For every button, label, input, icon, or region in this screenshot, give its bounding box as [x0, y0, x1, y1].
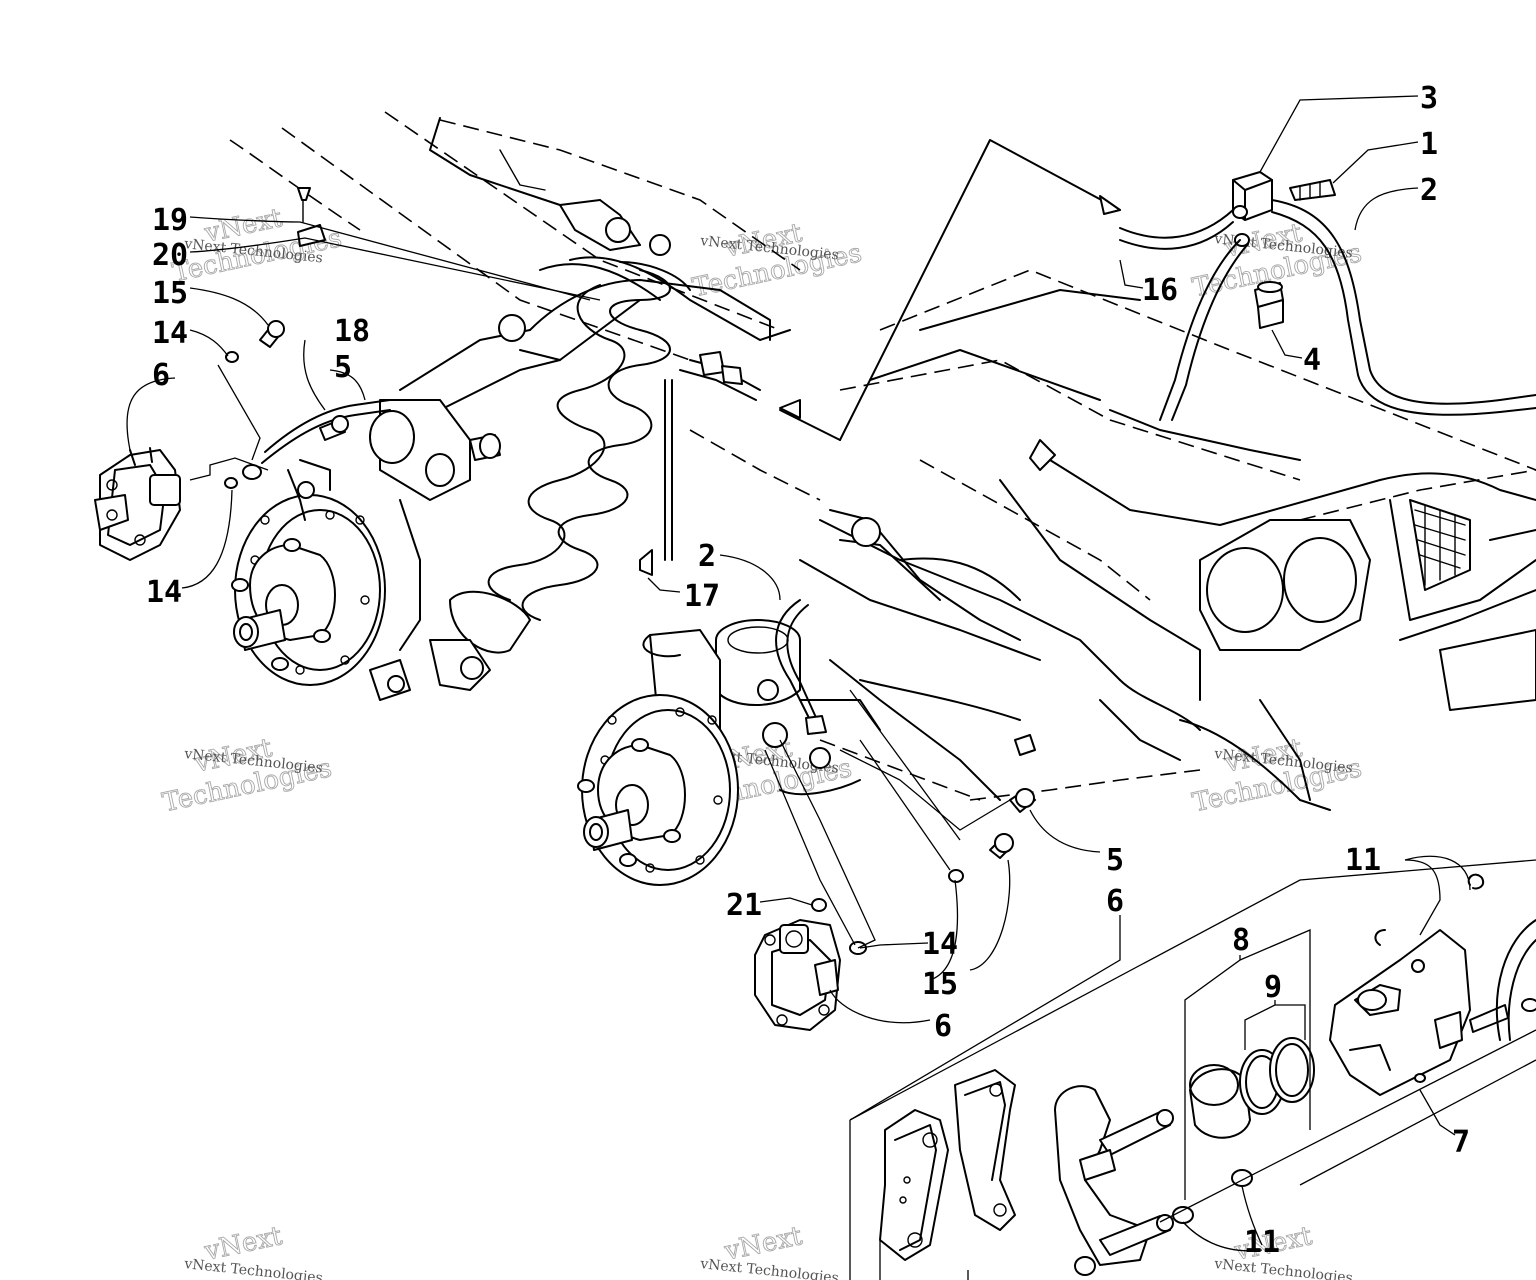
callout-2: 2	[1420, 173, 1438, 208]
callout-5: 5	[334, 350, 352, 385]
brake-cable	[664, 139, 1121, 561]
screw-1	[1289, 179, 1336, 201]
right-banjo-fitting	[805, 715, 827, 735]
o-ring-11d	[1172, 1206, 1194, 1224]
hose-front	[1159, 239, 1249, 421]
right-brake-rotor	[577, 694, 739, 886]
headlight-assembly	[1199, 499, 1536, 711]
callout-17: 17	[684, 579, 720, 614]
callout-4: 4	[1303, 343, 1321, 378]
hose-16	[1119, 209, 1234, 250]
o-ring-11b	[1467, 873, 1484, 890]
left-brake-hose	[261, 399, 391, 464]
bracket-17	[639, 549, 653, 576]
callout-8: 8	[1232, 923, 1250, 958]
callout-labels: 3 1 2 16 4 19 20 15 14 18 5 6 14 2 17 5 …	[146, 81, 1470, 1260]
caliper-bracket	[1054, 1085, 1151, 1266]
callout-15: 15	[152, 276, 188, 311]
watermark-small: vNext Technologies	[1213, 1256, 1354, 1280]
callout-11: 11	[1345, 843, 1381, 878]
leader-lines	[126, 95, 1471, 1252]
callout-11: 11	[1244, 1225, 1280, 1260]
watermark-small: vNext Technologies	[699, 1256, 840, 1280]
callout-14: 14	[152, 316, 188, 351]
piston-seal-inner	[1269, 1037, 1315, 1103]
left-brake-caliper	[94, 447, 181, 561]
callout-2: 2	[698, 539, 716, 574]
left-brake-rotor	[231, 494, 386, 686]
callout-18: 18	[334, 314, 370, 349]
callout-7: 7	[1452, 1125, 1470, 1160]
callout-19: 19	[152, 203, 188, 238]
right-brake-caliper	[754, 898, 867, 1031]
callout-21: 21	[726, 888, 762, 923]
caliper-body	[1329, 929, 1471, 1096]
callout-6: 6	[1106, 884, 1124, 919]
callout-9: 9	[1264, 970, 1282, 1005]
callout-6: 6	[152, 358, 170, 393]
hose-2-upper	[1271, 199, 1536, 416]
callout-3: 3	[1420, 81, 1438, 116]
left-suspension	[369, 217, 771, 701]
callout-15: 15	[922, 967, 958, 1002]
callout-5: 5	[1106, 843, 1124, 878]
callout-14: 14	[146, 575, 182, 610]
callout-1: 1	[1420, 127, 1438, 162]
exploded-caliper-group	[849, 859, 1536, 1280]
o-ring-11a	[1374, 929, 1386, 946]
left-bolt-head	[331, 415, 349, 433]
vehicle-frame	[229, 111, 1536, 811]
hose-2-lower	[775, 599, 819, 723]
right-hardware	[948, 439, 1056, 883]
watermark-small: vNext Technologies	[183, 1256, 324, 1280]
brake-pad-inner	[954, 1069, 1016, 1231]
callout-14: 14	[922, 927, 958, 962]
coil-spring	[487, 261, 691, 621]
callout-16: 16	[1142, 273, 1178, 308]
callout-20: 20	[152, 238, 188, 273]
brake-switch-4	[1254, 281, 1284, 329]
callout-6: 6	[934, 1009, 952, 1044]
